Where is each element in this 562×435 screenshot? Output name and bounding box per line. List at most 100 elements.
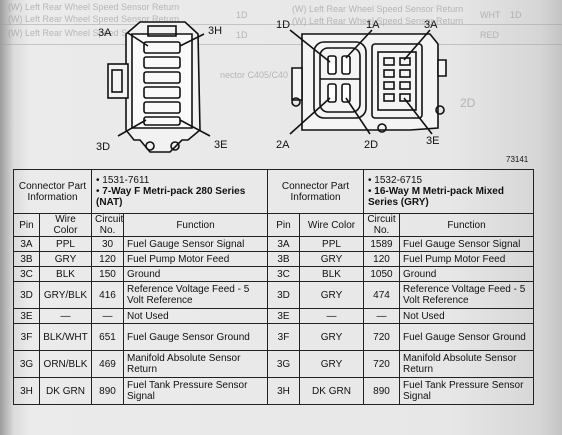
col-header: Circuit No. [91,213,124,237]
function-cell: Reference Voltage Feed - 5 Volt Referenc… [398,281,535,309]
wire-color-cell: BLK [299,266,364,282]
pin-cell: 3F [13,323,40,351]
function-cell: Ground [123,266,268,282]
pin-cell: 3G [267,350,300,378]
connector-part-info-header: Connector Part Information [267,169,364,214]
function-cell: Fuel Gauge Sensor Signal [398,236,535,252]
function-cell: Fuel Gauge Sensor Signal [123,236,268,252]
table-row: 3F BLK/WHT 651 Fuel Gauge Sensor Ground [13,323,268,351]
bleed-text: 1D [236,30,248,40]
pin-cell: 3C [267,266,300,282]
table-row: 3G GRY 720 Manifold Absolute Sensor Retu… [267,350,535,378]
table-row: 3H DK GRN 890 Fuel Tank Pressure Sensor … [13,377,268,405]
bleed-text: (W) Left Rear Wheel Speed Sensor Return [292,4,464,14]
table-row: 3C BLK 150 Ground [13,266,268,282]
table-row: 3D GRY 474 Reference Voltage Feed - 5 Vo… [267,281,535,309]
circuit-cell: 890 [363,377,400,405]
left-connector [107,21,211,153]
bleed-text: (W) Left Rear Wheel Speed Sensor Return [8,2,180,12]
table-row: 3A PPL 30 Fuel Gauge Sensor Signal [13,236,268,252]
table-row: 3A PPL 1589 Fuel Gauge Sensor Signal [267,236,535,252]
wire-color-cell: ORN/BLK [39,350,92,378]
bleed-text: (W) Left Rear Wheel Speed Sensor Return [8,28,180,38]
function-cell: Not Used [398,308,535,324]
circuit-cell: — [91,308,124,324]
function-cell: Fuel Gauge Sensor Ground [398,323,535,351]
col-header: Function [123,213,268,237]
function-cell: Reference Voltage Feed - 5 Volt Referenc… [123,281,268,309]
bleed-text: (W) Left Rear Wheel Speed Sensor Return [292,16,464,26]
circuit-cell: 890 [91,377,124,405]
circuit-cell: 150 [91,266,124,282]
pin-cell: 3A [267,236,300,252]
bleed-text: 1D [510,10,522,20]
circuit-cell: 720 [363,350,400,378]
pin-cell: 3B [13,251,40,267]
pin-label: 3D [96,141,110,153]
wire-color-cell: BLK [39,266,92,282]
pin-cell: 3E [267,308,300,324]
left-connector-table: Connector Part Information • 1531-7611 •… [13,169,268,405]
pin-label: 3E [214,139,227,151]
connector-type: 7-Way F Metri-pack 280 Series (NAT) [96,186,246,208]
connector-part-info-header: Connector Part Information [13,169,92,214]
circuit-cell: 120 [91,251,124,267]
wire-color-cell: DK GRN [39,377,92,405]
table-row: 3E — — Not Used [267,308,535,324]
wire-color-cell: PPL [299,236,364,252]
wire-color-cell: BLK/WHT [39,323,92,351]
function-cell: Manifold Absolute Sensor Return [398,350,535,378]
table-row: 3B GRY 120 Fuel Pump Motor Feed [13,251,268,267]
circuit-cell: 474 [363,281,400,309]
function-cell: Manifold Absolute Sensor Return [123,350,268,378]
function-cell: Not Used [123,308,268,324]
pin-cell: 3D [267,281,300,309]
circuit-cell: 1589 [363,236,400,252]
function-cell: Fuel Pump Motor Feed [398,251,535,267]
pin-label: 1D [276,19,290,31]
function-cell: Fuel Pump Motor Feed [123,251,268,267]
col-header: Pin [13,213,40,237]
table-row: 3E — — Not Used [13,308,268,324]
col-header: Circuit No. [363,213,400,237]
wire-color-cell: — [299,308,364,324]
table-row: 3C BLK 1050 Ground [267,266,535,282]
pin-cell: 3G [13,350,40,378]
pin-cell: 3H [267,377,300,405]
part-info-bullets: • 1532-6715 • 16-Way M Metri-pack Mixed … [362,169,535,214]
connector-type: 16-Way M Metri-pack Mixed Series (GRY) [368,186,504,208]
connector-diagrams: 3A 3H 3D 3E [96,19,529,164]
table-row: 3G ORN/BLK 469 Manifold Absolute Sensor … [13,350,268,378]
right-connector-table: Connector Part Information • 1532-6715 •… [267,169,535,405]
wire-color-cell: GRY [299,281,364,309]
pin-label: 2A [276,139,290,151]
table-row: 3B GRY 120 Fuel Pump Motor Feed [267,251,535,267]
function-cell: Fuel Gauge Sensor Ground [123,323,268,351]
pin-label: 2D [364,139,378,151]
pin-label: 1A [366,19,380,31]
pin-cell: 3A [13,236,40,252]
wire-color-cell: GRY [299,251,364,267]
pin-cell: 3B [267,251,300,267]
col-header: Wire Color [39,213,92,237]
circuit-cell: 651 [91,323,124,351]
pin-label: 3A [424,19,438,31]
bleed-text: 2D [460,96,476,110]
col-header: Wire Color [299,213,364,237]
wire-color-cell: GRY [299,350,364,378]
bleed-text: (W) Left Rear Wheel Speed Sensor Return [8,14,180,24]
table-row: 3H DK GRN 890 Fuel Tank Pressure Sensor … [267,377,535,405]
bleed-text: 1D [236,10,248,20]
function-cell: Ground [398,266,535,282]
circuit-cell: 720 [363,323,400,351]
wire-color-cell: GRY [299,323,364,351]
wire-color-cell: GRY/BLK [39,281,92,309]
col-header: Function [398,213,535,237]
bleed-text: RED [480,30,500,40]
circuit-cell: 1050 [363,266,400,282]
pin-label: 3A [98,27,112,39]
circuit-cell: 120 [363,251,400,267]
function-cell: Fuel Tank Pressure Sensor Signal [398,377,535,405]
wire-color-cell: — [39,308,92,324]
part-number: 1531-7611 [102,175,150,186]
